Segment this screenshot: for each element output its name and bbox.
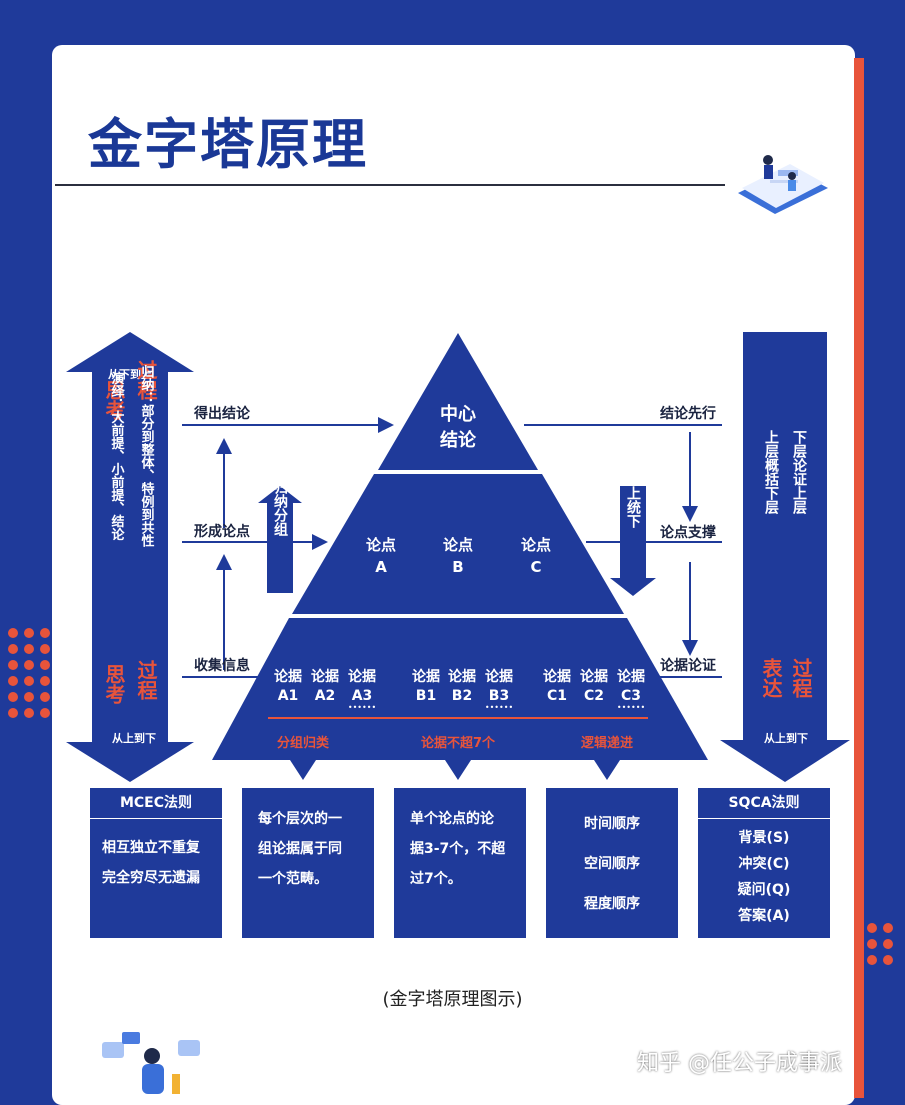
point-b-id: B [452,558,463,576]
left-bottom-big-left: 思考 [102,664,126,704]
evidence-label: 论据 [580,668,608,685]
pyramid-top-line2: 结论 [440,429,477,451]
left-bottom-small: 从上到下 [112,731,156,745]
left-thinking-arrow: 从下到上 思考 过程 演绎：大前提、小前提、结论 归纳：部分到整体、特例到共性 … [66,332,194,782]
people-illustration-icon [738,155,828,214]
pointer-group [290,760,316,780]
page-title: 金字塔原理 [88,113,368,176]
right-flow: 结论先行 论点支撑 论据论证 [524,405,722,678]
order-line-1: 时间顺序 [584,816,640,832]
evidence-id: A3 [352,688,373,704]
left-top-big-right: 过程 [134,360,158,400]
evidence-label: 论据 [412,668,440,685]
base-label-count: 论据不超7个 [421,735,496,751]
mcec-head: MCEC法则 [90,788,222,819]
ellipsis-dots: •••••• [617,703,645,712]
left-bottom-big-right: 过程 [134,660,158,700]
title-divider [55,184,725,186]
left-flow: 得出结论 形成论点 收集信息 [182,405,394,678]
evidence-label: 论据 [448,668,476,685]
order-line-2: 空间顺序 [584,856,640,872]
evidence-id: C1 [547,688,567,704]
mcec-line-1: 相互独立不重复 [102,840,200,856]
pointer-order [594,760,620,780]
ellipsis-dots: •••••• [348,703,376,712]
right-col1: 上层概括下层 [763,430,779,515]
point-c-id: C [530,558,541,576]
pyramid: 中心 结论 论点 A 论点 B 论点 C 论据A1论据A2论据A3••••••论… [212,333,708,780]
order-box: 时间顺序 空间顺序 程度顺序 [546,788,678,938]
base-label-group: 分组归类 [277,735,330,751]
point-a-label: 论点 [366,536,396,554]
pyramid-top-line1: 中心 [440,403,476,425]
right-col2: 下层论证上层 [791,430,807,515]
sqca-line-2: 冲突(C) [738,856,790,872]
evidence-id: B2 [452,688,472,704]
count-line-1: 单个论点的论 [410,811,494,827]
sqca-line-1: 背景(S) [738,830,790,846]
left-induction-text: 归纳：部分到整体、特例到共性 [139,364,156,547]
count-line-3: 过7个。 [410,871,462,887]
pyramid-middle [292,474,624,614]
grouping-line-2: 组论据属于同 [258,841,342,857]
evidence-label: 论据 [348,668,376,685]
induction-grouping-arrow: 归纳分组 [258,479,302,593]
flow-conclusion: 得出结论 [193,405,251,422]
top-down-text: 以上统下 [625,472,641,529]
mcec-box: MCEC法则 相互独立不重复 完全穷尽无遗漏 [90,788,222,938]
sqca-head: SQCA法则 [698,788,830,819]
evidence-id: A1 [278,688,299,704]
point-c-label: 论点 [521,536,551,554]
left-top-small: 从下到上 [108,367,152,381]
mcec-line-2: 完全穷尽无遗漏 [102,870,200,886]
left-deduction-text: 演绎：大前提、小前提、结论 [109,371,125,542]
flow-points: 形成论点 [194,523,250,540]
right-small: 从上到下 [764,731,808,745]
evidence-id: A2 [315,688,336,704]
decorative-dots-right [867,923,893,965]
decorative-dots-left [8,628,50,718]
evidence-id: B1 [416,688,436,704]
person-illustration-icon [102,1032,200,1094]
right-big-right: 过程 [789,658,813,698]
point-a-id: A [375,558,387,576]
top-down-arrow: 以上统下 [610,472,656,596]
sqca-box: SQCA法则 背景(S) 冲突(C) 疑问(Q) 答案(A) [698,788,830,938]
flow-point-support: 论点支撑 [660,524,716,541]
grouping-line-3: 一个范畴。 [258,871,328,887]
evidence-id: B3 [489,688,509,704]
pyramid-bottom [212,618,708,760]
pointer-count [445,760,471,780]
evidence-label: 论据 [311,668,339,685]
diagram-caption: (金字塔原理图示) [382,989,523,1010]
evidence-label: 论据 [617,668,645,685]
evidence-label: 论据 [485,668,513,685]
induction-grouping-text: 归纳分组 [272,479,288,537]
grouping-line-1: 每个层次的一 [258,811,342,827]
flow-conclusion-first: 结论先行 [660,405,716,422]
grouping-box: 每个层次的一 组论据属于同 一个范畴。 [242,788,374,938]
right-expression-arrow: 上层概括下层 下层论证上层 表达 过程 从上到下 [720,332,850,782]
count-line-2: 据3-7个，不超 [410,841,506,857]
point-b-label: 论点 [443,536,473,554]
sqca-line-4: 答案(A) [738,908,790,924]
watermark: 知乎 @任公子成事派 [637,1051,842,1076]
ellipsis-dots: •••••• [485,703,513,712]
flow-info: 收集信息 [194,657,250,674]
left-top-big-left: 思考 [102,380,126,420]
count-box: 单个论点的论 据3-7个，不超 过7个。 [394,788,526,938]
base-label-order: 逻辑递进 [581,735,633,751]
flow-evidence: 论据论证 [660,657,716,674]
evidence-id: C3 [621,688,641,704]
order-line-3: 程度顺序 [584,896,640,912]
evidence-label: 论据 [274,668,302,685]
evidence-label: 论据 [543,668,571,685]
right-big-left: 表达 [759,657,783,698]
evidence-id: C2 [584,688,604,704]
pyramid-top [378,333,538,470]
sqca-line-3: 疑问(Q) [737,882,791,898]
accent-strip [854,58,864,1098]
